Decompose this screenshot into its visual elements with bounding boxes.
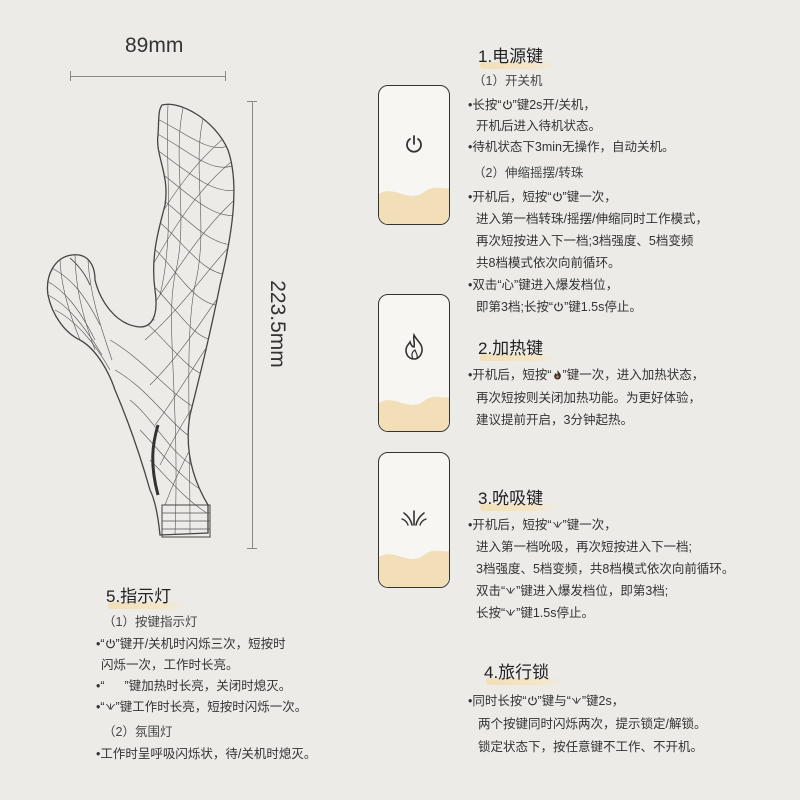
power-line-stop: 即第3档;长按“”键1.5s停止。 [476,300,642,314]
small-flame-icon [553,370,561,380]
lock-section-title: 4.旅行锁 [484,658,564,685]
width-dimension-tick-left [70,71,71,81]
indicator-line-power-2: 闪烁一次，工作时长亮。 [101,658,239,672]
flame-icon [405,333,423,360]
indicator-section-title: 5.指示灯 [106,582,186,609]
suction-icon [552,521,562,528]
height-dimension-tick-bottom [247,548,257,549]
product-wireframe-drawing [46,103,235,538]
power-icon [105,639,115,649]
suction-icon [506,587,516,594]
power-icon [527,696,537,706]
indicator-subtitle-button: （1）按键指示灯 [103,615,198,629]
power-line-auto-off: •待机状态下3min无操作，自动关机。 [468,140,675,154]
power-icon [552,192,562,202]
indicator-line-suction: •“”键工作时长亮，短按时闪烁一次。 [96,700,308,714]
power-line-long-press: •长按“”键2s开/关机， [468,98,596,112]
lock-line-press: •同时长按“”键与“”键2s， [468,694,625,708]
suction-icon [105,703,115,710]
width-dimension-tick-right [225,71,226,81]
suction-section-title: 3.吮吸键 [478,484,558,511]
power-icon [554,302,564,312]
width-dimension-line [70,76,226,77]
suction-line-stop: 长按“”键1.5s停止。 [476,606,594,620]
heat-section-title: 2.加热键 [478,334,558,361]
lock-line-flash: 两个按键同时闪烁两次，提示锁定/解锁。 [478,717,707,731]
power-line-mode3: 共8档模式依次向前循环。 [476,256,621,270]
indicator-line-power: •“”键开/关机时闪烁三次，短按时 [96,637,286,651]
suction-line-modes: 3档强度、5档变频，共8档模式依次向前循环。 [476,562,735,576]
heat-line-off: 再次短按则关闭加热功能。为更好体验， [476,391,702,405]
suction-line-double-click: 双击“”键进入爆发档位，即第3档; [476,584,669,598]
indicator-line-ambient: •工作时呈呼吸闪烁状，待/关机时熄灭。 [96,747,317,761]
suction-card-wave [379,550,449,587]
power-line-mode1: 进入第一档转珠/摇摆/伸缩同时工作模式， [476,212,708,226]
height-dimension-tick-top [247,101,257,102]
power-line-double-click: •双击“心”键进入爆发档位， [468,278,619,292]
power-subtitle-swing: （2）伸缩摇摆/转珠 [473,166,584,180]
power-section-title: 1.电源键 [478,42,558,69]
heat-line-preheat: 建议提前开启，3分钟起热。 [476,413,633,427]
power-card-wave [379,187,449,224]
suction-icon [506,609,516,616]
power-line-short-press: •开机后，短按“”键一次， [468,190,617,204]
power-line-mode2: 再次短按进入下一档;3档强度、5档变频 [476,234,694,248]
suction-line-level1: 进入第一档吮吸，再次短按进入下一档; [476,540,692,554]
heat-card-wave [379,396,449,431]
height-dimension-label: 223.5mm [266,280,289,368]
power-icon [406,135,422,153]
power-subtitle-on-off: （1）开关机 [473,74,543,88]
lock-line-locked: 锁定状态下，按任意键不工作、不开机。 [478,740,704,754]
power-icon [502,100,512,110]
suction-icon [401,510,427,526]
indicator-line-heat: •“”键加热时长亮，关闭时熄灭。 [96,679,292,693]
indicator-subtitle-ambient: （2）氛围灯 [103,725,173,739]
power-button-card [378,85,450,225]
heat-button-card [378,294,450,432]
suction-button-card [378,452,450,588]
heat-line-short-press: •开机后，短按“”键一次，进入加热状态， [468,368,705,382]
suction-line-short-press: •开机后，短按“”键一次， [468,518,617,532]
height-dimension-line [252,101,253,548]
suction-icon [571,697,581,704]
power-line-standby: 开机后进入待机状态。 [476,119,602,133]
width-dimension-label: 89mm [125,34,184,57]
